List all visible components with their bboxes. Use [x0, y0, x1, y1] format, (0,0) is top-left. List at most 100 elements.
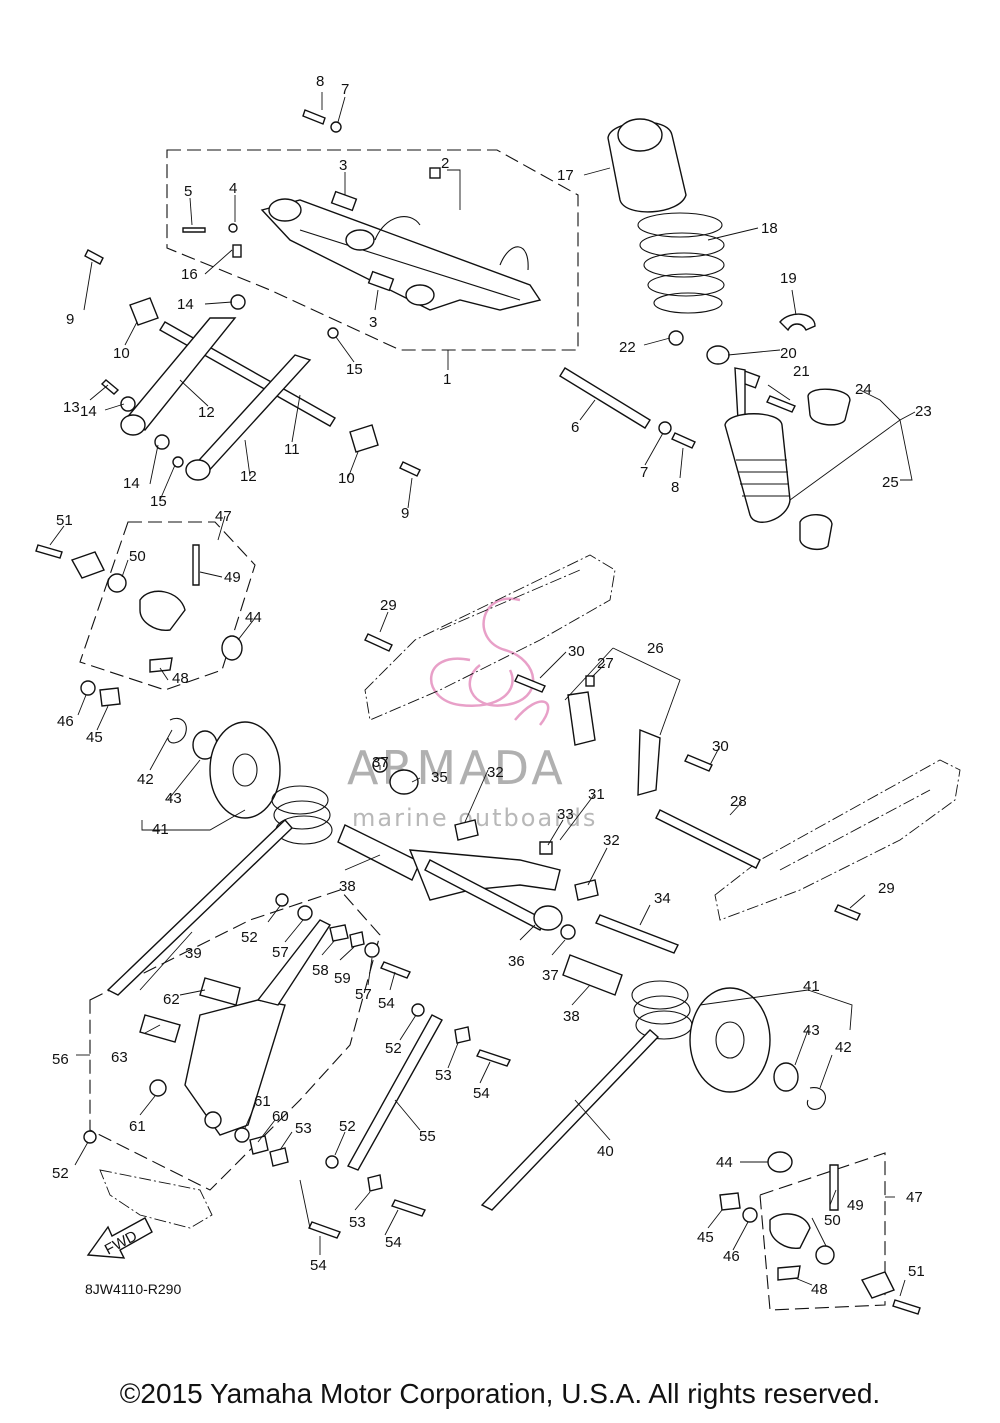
- callout-7: 7: [640, 464, 648, 481]
- group-outline-56: [89, 889, 381, 1191]
- pin-34: [595, 914, 679, 954]
- callout-29: 29: [380, 597, 397, 614]
- callout-43: 43: [803, 1022, 820, 1039]
- callout-62: 62: [163, 991, 180, 1008]
- spring-cap-17-top: [617, 118, 663, 152]
- callout-50: 50: [129, 548, 146, 565]
- callout-8: 8: [316, 73, 324, 90]
- washer-46-right: [742, 1207, 758, 1223]
- callout-49: 49: [847, 1197, 864, 1214]
- shock-rod-56: [256, 919, 332, 1006]
- grease-nipple-27: [585, 675, 595, 687]
- nut-52-bottom: [325, 1155, 339, 1169]
- shock-eye-20: [706, 345, 730, 365]
- callout-42: 42: [137, 771, 154, 788]
- callout-61: 61: [129, 1118, 146, 1135]
- collar-10-right: [349, 424, 379, 453]
- bolt-49-right: [829, 1164, 839, 1211]
- watermark: ARMADA marine outboards: [347, 597, 595, 832]
- callout-47: 47: [906, 1189, 923, 1206]
- collar-58: [329, 924, 349, 942]
- callout-32: 32: [487, 764, 504, 781]
- cover-24: [807, 388, 851, 426]
- bushing-3-upper: [330, 190, 358, 212]
- callout-9: 9: [66, 311, 74, 328]
- nut-48-right: [777, 1265, 801, 1281]
- arm-tube: [424, 859, 546, 931]
- bolt-54-upper: [380, 961, 411, 979]
- upper-arm-assembly: [84, 109, 696, 481]
- callout-37: 37: [542, 967, 559, 984]
- frame-rail-lower: [714, 759, 961, 921]
- callout-20: 20: [780, 345, 797, 362]
- washer-7-bottom: [658, 421, 672, 435]
- callout-32: 32: [603, 832, 620, 849]
- callout-14: 14: [123, 475, 140, 492]
- bushing-45-right: [719, 1192, 741, 1211]
- bracket-26-right: [637, 728, 661, 796]
- callout-10: 10: [113, 345, 130, 362]
- callout-5: 5: [184, 183, 192, 200]
- callout-46: 46: [723, 1248, 740, 1265]
- shaft-28: [655, 809, 761, 869]
- spring-arm-39: [106, 818, 293, 996]
- leader-lines: [49, 92, 916, 1297]
- callout-34: 34: [654, 890, 671, 907]
- bolt-13: [100, 379, 120, 395]
- group-outline-1: [166, 149, 579, 351]
- cross-tube-38: [337, 824, 421, 881]
- callout-52: 52: [339, 1118, 356, 1135]
- washer-14-bottom: [154, 434, 170, 450]
- callout-59: 59: [334, 970, 351, 987]
- callout-23: 23: [915, 403, 932, 420]
- callout-29: 29: [878, 880, 895, 897]
- callout-3: 3: [339, 157, 347, 174]
- callout-47: 47: [215, 508, 232, 525]
- callout-57: 57: [272, 944, 289, 961]
- group-outlines: [79, 149, 886, 1311]
- frame-rail-upper: [364, 554, 616, 721]
- callout-53: 53: [349, 1214, 366, 1231]
- callout-53: 53: [295, 1120, 312, 1137]
- collar-50-left: [107, 573, 127, 593]
- plate-51-right: [860, 1271, 895, 1299]
- spring-18: [637, 212, 725, 314]
- callout-6: 6: [571, 419, 579, 436]
- collar-50-right: [815, 1245, 835, 1265]
- callout-54: 54: [385, 1234, 402, 1251]
- callout-25: 25: [882, 474, 899, 491]
- bolt-54-center: [476, 1049, 511, 1067]
- callout-61: 61: [254, 1093, 271, 1110]
- washer-57-right: [364, 942, 380, 958]
- frame-rails: [364, 554, 961, 921]
- callout-52: 52: [241, 929, 258, 946]
- callout-54: 54: [310, 1257, 327, 1274]
- bracket-left: [139, 590, 186, 631]
- copyright-notice: ©2015 Yamaha Motor Corporation, U.S.A. A…: [119, 1378, 881, 1409]
- callout-38: 38: [339, 878, 356, 895]
- collar-44-left: [221, 635, 243, 661]
- callout-16: 16: [181, 266, 198, 283]
- arm-boss-left: [268, 198, 302, 222]
- bolt-8-top: [302, 109, 326, 125]
- callout-60: 60: [272, 1108, 289, 1125]
- washer-37-lower: [560, 924, 576, 940]
- bearing-43-right: [773, 1062, 799, 1092]
- callout-9: 9: [401, 505, 409, 522]
- nut-52-top: [275, 893, 289, 907]
- nut-15-top: [327, 327, 339, 339]
- callout-11: 11: [284, 441, 300, 458]
- callout-41: 41: [803, 978, 820, 995]
- rear-shock-assembly: [607, 118, 851, 551]
- rear-arm-31: [408, 849, 561, 901]
- pin-5: [182, 227, 206, 233]
- callout-35: 35: [431, 769, 448, 786]
- collar-35: [389, 769, 419, 795]
- callout-42: 42: [835, 1039, 852, 1056]
- callout-54: 54: [473, 1085, 490, 1102]
- callout-12: 12: [240, 468, 257, 485]
- right-idler-mount: [689, 987, 921, 1315]
- bolt-9-right: [399, 461, 421, 477]
- bolt-29-upper: [364, 633, 393, 652]
